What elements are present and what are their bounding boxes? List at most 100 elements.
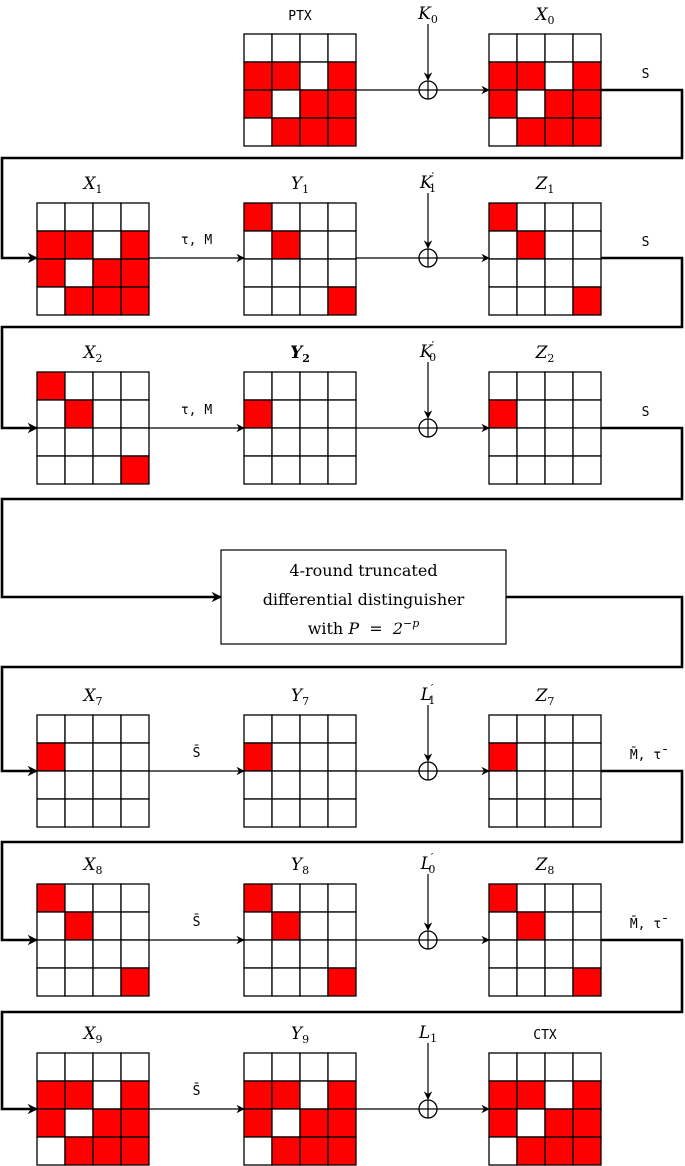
inactive-cell <box>488 798 518 828</box>
state-grid-z7 <box>488 714 602 828</box>
state-grid-x2 <box>36 371 150 485</box>
inactive-cell <box>299 742 329 772</box>
active-cell <box>243 202 273 232</box>
inactive-cell <box>516 798 546 828</box>
state-grid-z8 <box>488 883 602 997</box>
inactive-cell <box>327 455 357 485</box>
output-operation-label: S <box>642 405 650 420</box>
inactive-cell <box>64 371 94 401</box>
round-connector <box>0 938 684 1115</box>
inactive-cell <box>92 427 122 457</box>
active-cell <box>488 399 518 429</box>
inactive-cell <box>271 967 301 997</box>
inactive-cell <box>544 286 574 316</box>
round-key-label: L′0 <box>420 851 436 876</box>
inactive-cell <box>327 939 357 969</box>
inactive-cell <box>572 258 602 288</box>
inactive-cell <box>327 258 357 288</box>
inactive-cell <box>299 455 329 485</box>
active-cell <box>120 1080 150 1110</box>
active-cell <box>243 742 273 772</box>
state-label: PTX <box>288 9 312 24</box>
active-cell <box>516 230 546 260</box>
active-cell <box>243 61 273 91</box>
inactive-cell <box>36 939 66 969</box>
active-cell <box>516 1136 546 1166</box>
active-cell <box>544 89 574 119</box>
inactive-cell <box>572 455 602 485</box>
inactive-cell <box>64 798 94 828</box>
inactive-cell <box>516 455 546 485</box>
inactive-cell <box>120 742 150 772</box>
active-cell <box>516 911 546 941</box>
inactive-cell <box>544 455 574 485</box>
state-label: X0 <box>533 5 554 27</box>
state-grid-y2 <box>243 371 357 485</box>
inactive-cell <box>36 427 66 457</box>
state-label: Z8 <box>535 855 555 877</box>
inactive-cell <box>36 1052 66 1082</box>
active-cell <box>271 230 301 260</box>
inactive-cell <box>64 967 94 997</box>
inactive-cell <box>64 742 94 772</box>
inactive-cell <box>544 742 574 772</box>
round-row7 <box>36 714 602 828</box>
inactive-cell <box>488 230 518 260</box>
inactive-cell <box>120 202 150 232</box>
state-grids <box>36 33 602 1166</box>
inactive-cell <box>488 117 518 147</box>
operation-label: S̄ <box>193 1084 201 1099</box>
inactive-cell <box>243 230 273 260</box>
inactive-cell <box>92 399 122 429</box>
inactive-cell <box>516 202 546 232</box>
inactive-cell <box>243 33 273 63</box>
inactive-cell <box>271 1108 301 1138</box>
inactive-cell <box>243 1052 273 1082</box>
inactive-cell <box>243 371 273 401</box>
inactive-cell <box>299 714 329 744</box>
inactive-cell <box>271 286 301 316</box>
inactive-cell <box>299 883 329 913</box>
distinguisher-with: with <box>308 619 349 638</box>
inactive-cell <box>92 911 122 941</box>
inactive-cell <box>544 714 574 744</box>
inactive-cell <box>92 230 122 260</box>
xor-icon <box>418 1099 438 1119</box>
inactive-cell <box>516 714 546 744</box>
inactive-cell <box>64 714 94 744</box>
state-label: X9 <box>81 1024 102 1046</box>
active-cell <box>120 286 150 316</box>
active-cell <box>299 89 329 119</box>
active-cell <box>544 117 574 147</box>
inactive-cell <box>36 967 66 997</box>
active-cell <box>36 371 66 401</box>
active-cell <box>572 117 602 147</box>
inactive-cell <box>544 911 574 941</box>
inactive-cell <box>544 1080 574 1110</box>
distinguisher-frame <box>220 549 507 645</box>
state-grid-z2 <box>488 371 602 485</box>
inactive-cell <box>327 230 357 260</box>
active-cell <box>64 230 94 260</box>
inactive-cell <box>327 798 357 828</box>
active-cell <box>36 1080 66 1110</box>
inactive-cell <box>544 967 574 997</box>
inactive-cell <box>544 230 574 260</box>
inactive-cell <box>516 1052 546 1082</box>
active-cell <box>327 89 357 119</box>
inactive-cell <box>572 33 602 63</box>
inactive-cell <box>516 883 546 913</box>
inactive-cell <box>327 714 357 744</box>
inactive-cell <box>64 1108 94 1138</box>
inactive-cell <box>516 371 546 401</box>
active-cell <box>120 258 150 288</box>
inactive-cell <box>516 939 546 969</box>
active-cell <box>488 1108 518 1138</box>
inactive-cell <box>36 286 66 316</box>
active-cell <box>243 399 273 429</box>
active-cell <box>64 1136 94 1166</box>
active-cell <box>271 1080 301 1110</box>
inactive-cell <box>243 770 273 800</box>
state-grid-z1 <box>488 202 602 316</box>
inactive-cell <box>36 399 66 429</box>
